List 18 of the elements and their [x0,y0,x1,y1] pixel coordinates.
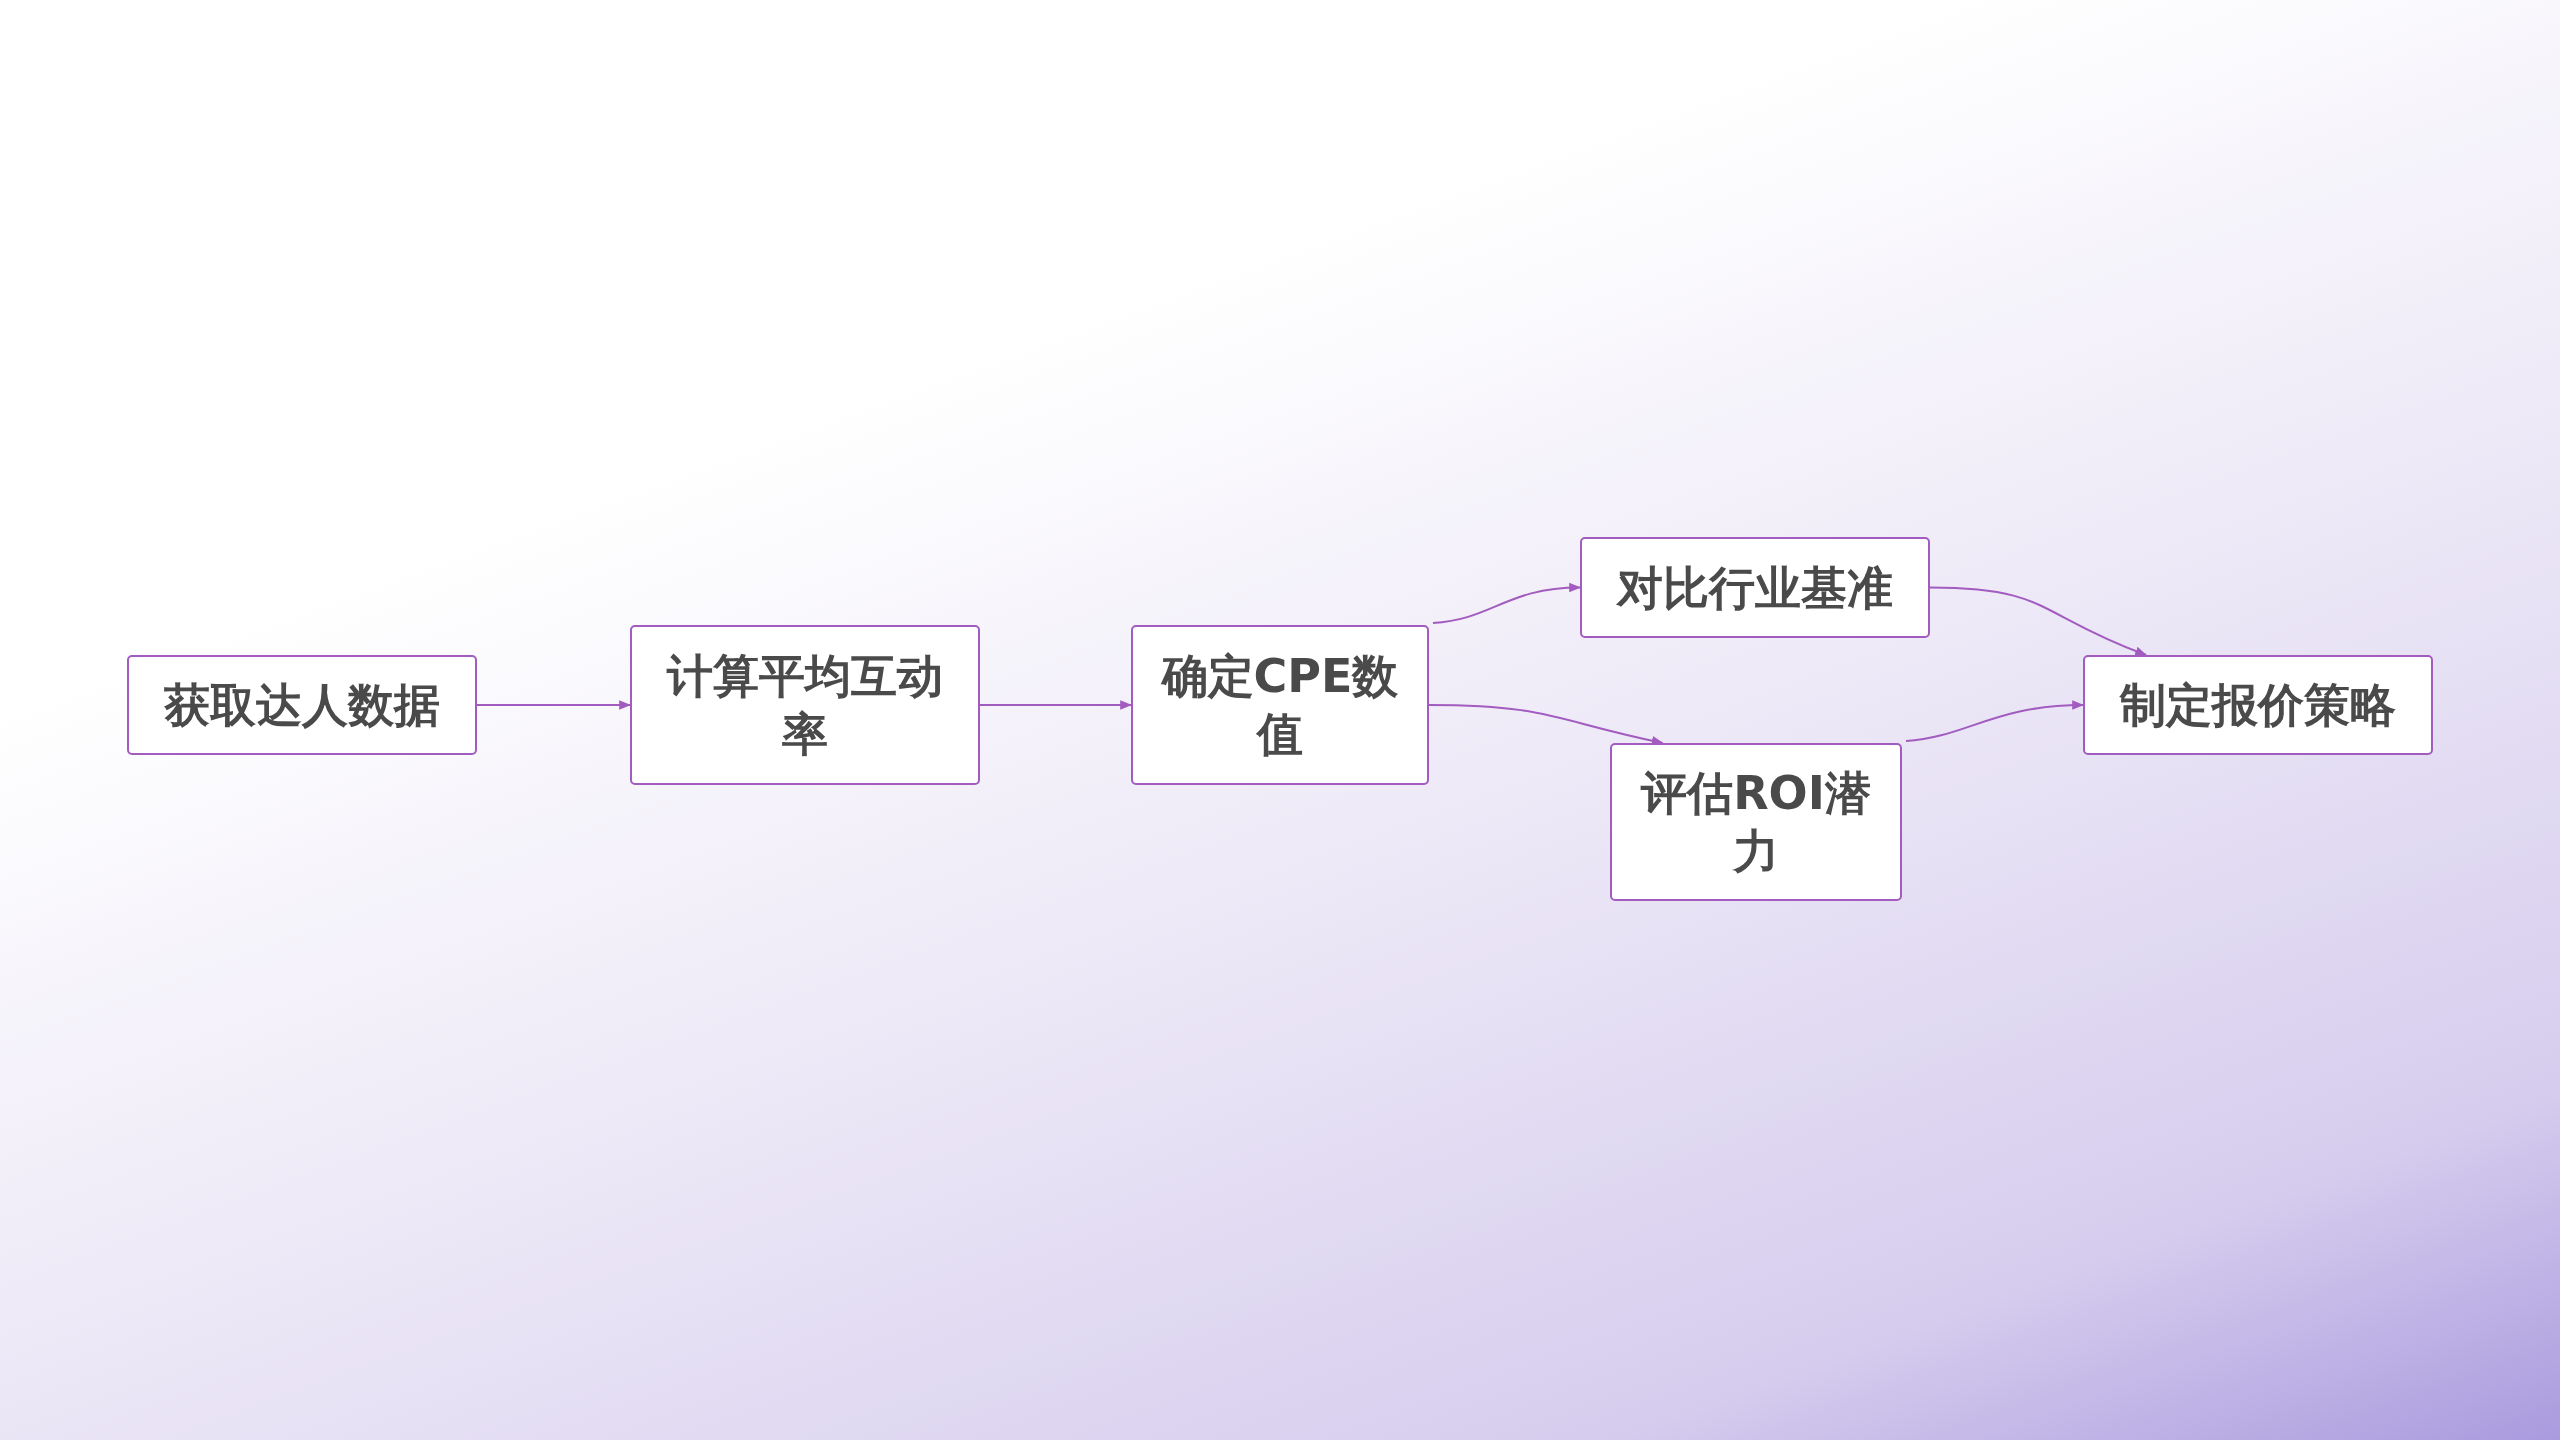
step-label: 获取达人数据 [164,677,440,734]
arrow [476,700,632,710]
step-label: 评估ROI潜力 [1639,765,1872,880]
step-label: 计算平均互动率 [665,648,944,763]
process-box [2083,655,2433,755]
step-label: 对比行业基准 [1617,559,1893,617]
step-label: 制定报价策略 [2120,677,2396,734]
step-label: 确定CPE数值 [1160,648,1400,763]
process-box [630,625,980,785]
process-box [127,655,477,755]
arrow [1428,704,1664,746]
process-box [1131,625,1429,785]
process-box [1580,537,1930,638]
arrow [1929,586,2148,656]
process-box [1610,743,1902,901]
arrow [979,700,1133,710]
arrow [1905,700,2085,742]
arrow [1432,583,1582,624]
